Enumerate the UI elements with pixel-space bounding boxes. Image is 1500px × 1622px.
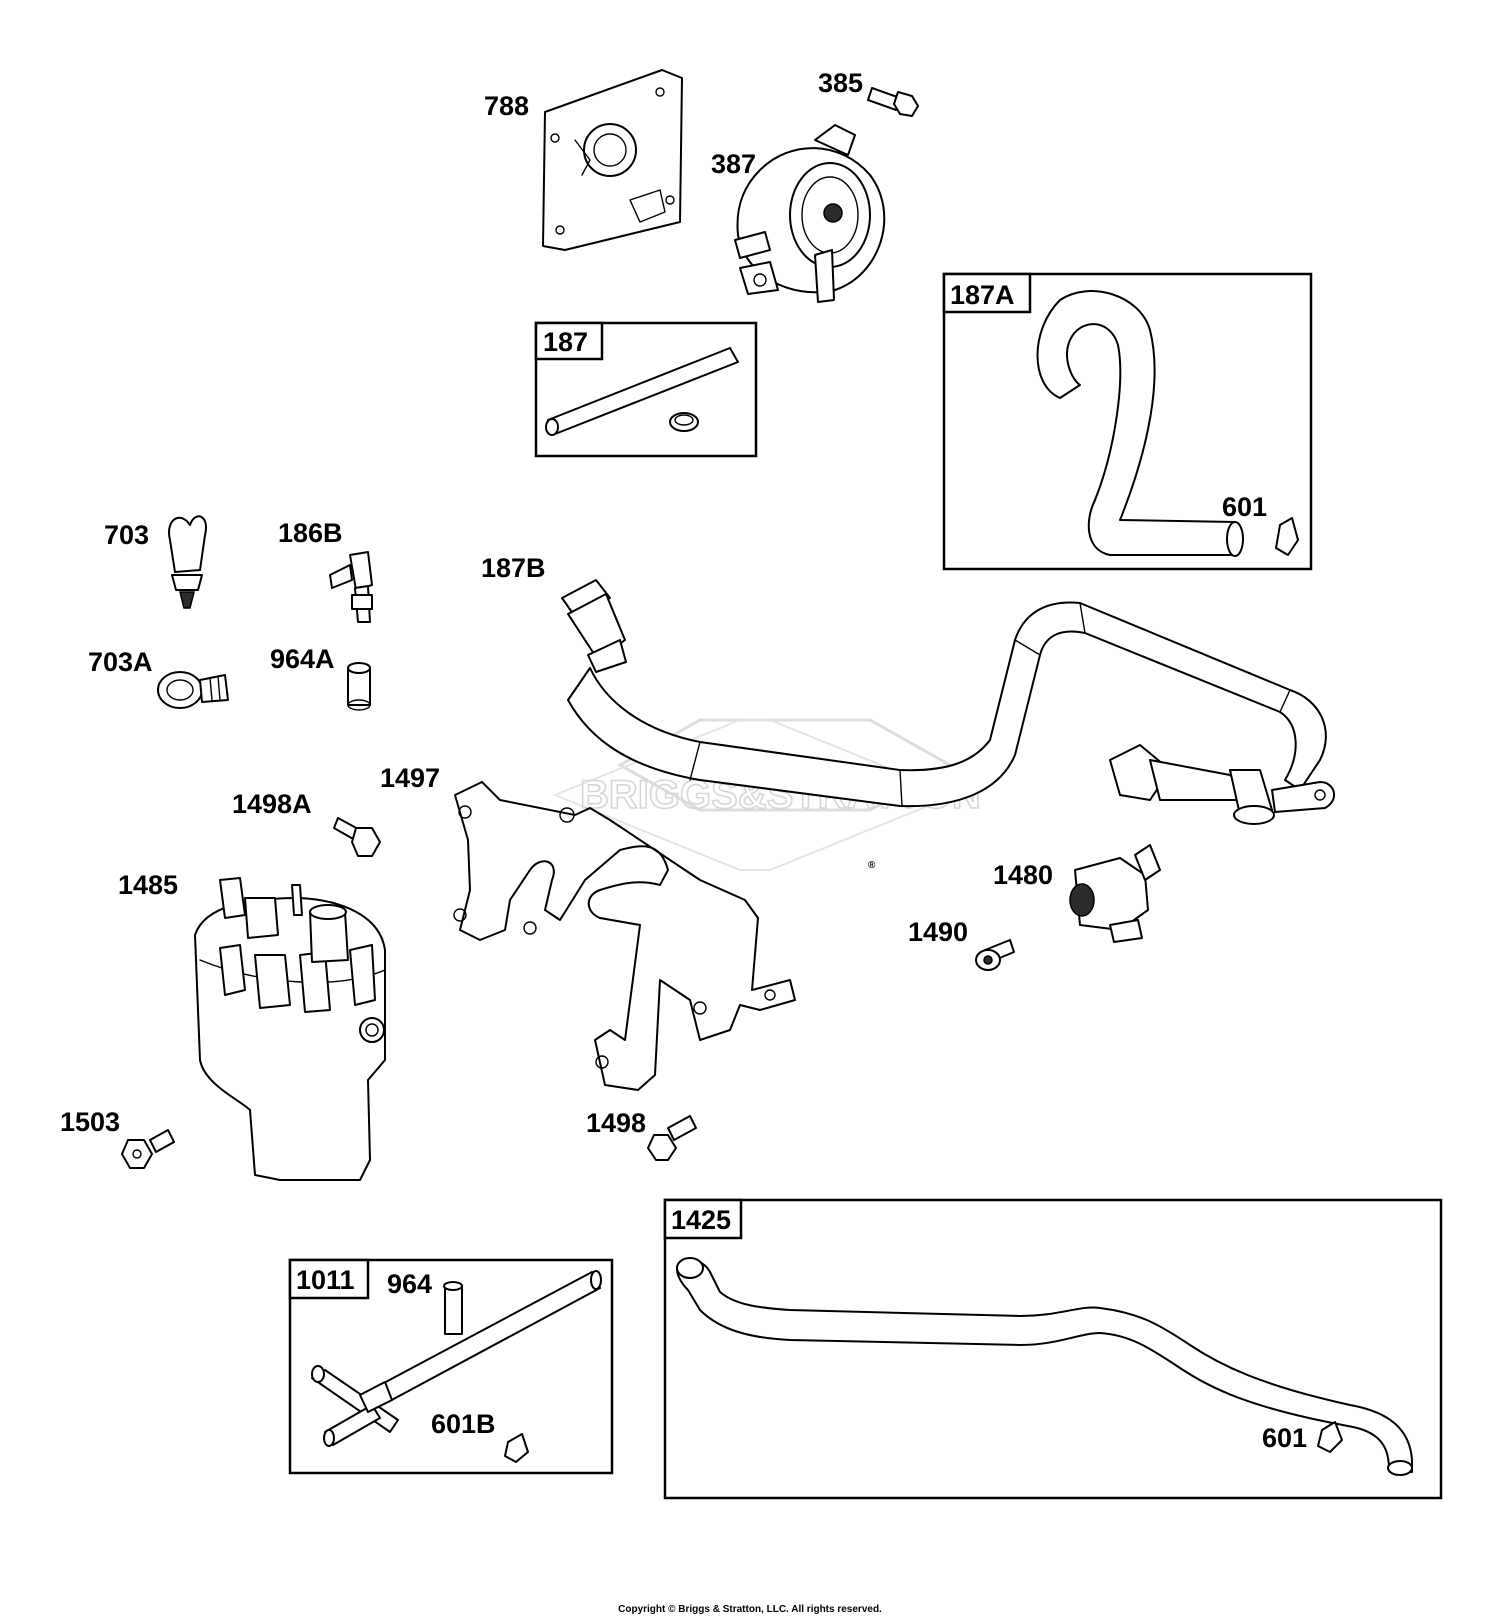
part-186b-fitting-illustration (329, 551, 373, 623)
label-387: 387 (711, 149, 756, 179)
part-187-hose-box (534, 321, 758, 458)
label-601-line: 601 (1262, 1423, 1307, 1453)
label-1485: 1485 (118, 870, 178, 900)
label-703a: 703A (88, 647, 153, 677)
label-1498: 1498 (586, 1108, 646, 1138)
part-1485-filter-canister-illustration (194, 877, 386, 1181)
part-1498a-bolt-illustration (333, 817, 381, 857)
label-1011: 1011 (296, 1265, 355, 1295)
part-1498-bolt-illustration (647, 1115, 697, 1161)
part-703a-clamp-illustration (157, 671, 229, 709)
label-601-hose: 601 (1222, 492, 1267, 522)
label-788: 788 (484, 91, 529, 121)
part-187a-hose-box (942, 272, 1313, 571)
part-964a-sleeve-illustration (347, 662, 371, 711)
label-1503: 1503 (60, 1107, 120, 1137)
part-1497-bracket-illustration (453, 781, 796, 1091)
label-703: 703 (104, 520, 149, 550)
watermark-registered: ® (868, 860, 876, 871)
label-187a: 187A (950, 280, 1015, 310)
label-186b: 186B (278, 518, 343, 548)
label-187: 187 (543, 327, 588, 357)
label-964: 964 (387, 1269, 432, 1299)
label-385: 385 (818, 68, 863, 98)
label-1425: 1425 (671, 1205, 731, 1235)
part-187b-hose-assembly-illustration (561, 579, 1335, 825)
part-788-plate-illustration (542, 69, 683, 251)
copyright-notice: Copyright © Briggs & Stratton, LLC. All … (618, 1604, 882, 1615)
part-labels: 788 385 387 187A 187 601 703 186B 187B 7… (60, 68, 1307, 1453)
label-187b: 187B (481, 553, 546, 583)
label-1490: 1490 (908, 917, 968, 947)
part-1480-connector-illustration (1069, 844, 1161, 943)
label-601b: 601B (431, 1409, 496, 1439)
part-1011-tee-line-box (288, 1258, 614, 1475)
part-1425-fuel-line-box (663, 1198, 1443, 1500)
part-1503-bolt-illustration (121, 1129, 175, 1169)
part-387-fuel-pump-illustration (734, 124, 886, 303)
part-703-clip-illustration (168, 515, 207, 609)
part-385-bolt-illustration (867, 87, 919, 117)
label-964a: 964A (270, 644, 335, 674)
label-1498a: 1498A (232, 789, 312, 819)
label-1497: 1497 (380, 763, 440, 793)
label-1480: 1480 (993, 860, 1053, 890)
part-1490-screw-illustration (975, 939, 1015, 971)
